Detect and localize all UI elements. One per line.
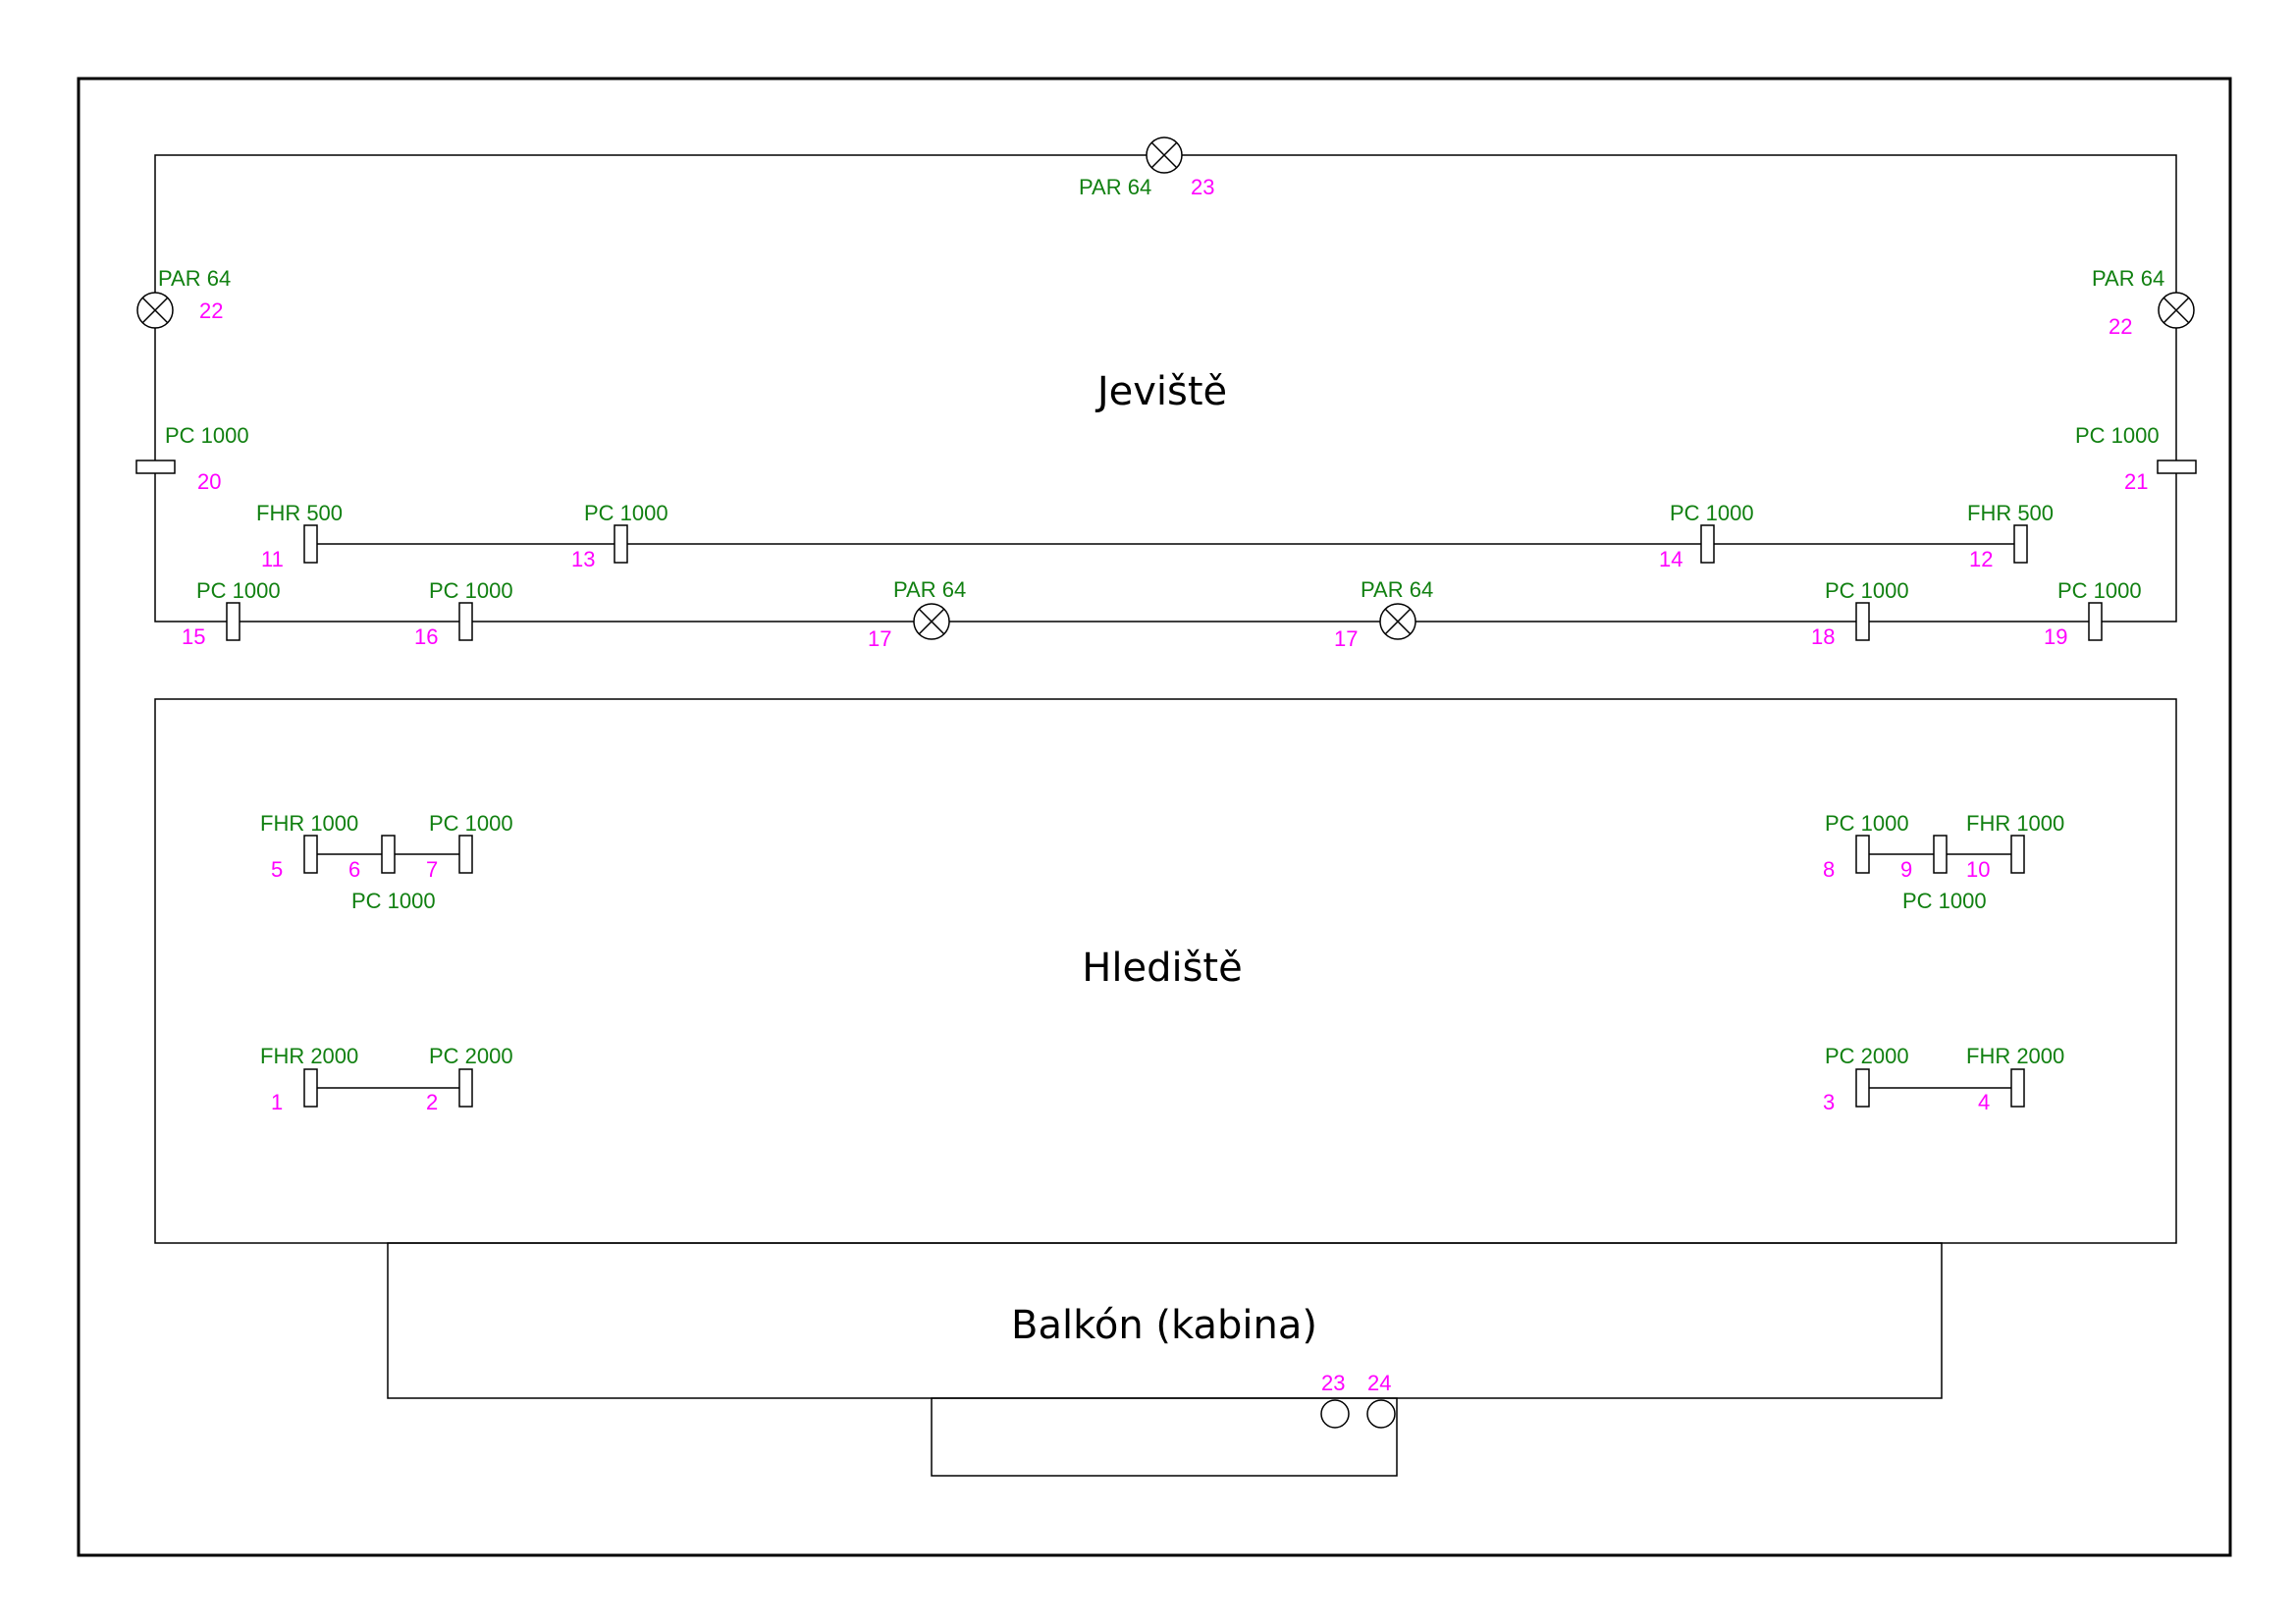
fixture-type-label: PC 1000	[351, 889, 436, 913]
fixture-pc-icon	[135, 460, 176, 474]
channel-number: 22	[199, 298, 223, 323]
channel-number: 13	[571, 547, 595, 571]
par-can-icon	[1146, 136, 1183, 174]
fixture-pc-icon	[614, 524, 628, 564]
fixture-pc-icon	[458, 1068, 473, 1108]
channel-number: 8	[1823, 857, 1835, 882]
fixture-fhr-icon	[303, 1068, 318, 1108]
channel-number: 9	[1900, 857, 1912, 882]
channel-number: 7	[426, 857, 438, 882]
channel-number: 5	[271, 857, 283, 882]
fixture-fhr-icon	[303, 524, 318, 564]
channel-number: 16	[414, 624, 438, 649]
fixture-type-label: PC 2000	[429, 1044, 513, 1068]
fixture-pc-icon	[1855, 602, 1870, 641]
channel-number: 3	[1823, 1090, 1835, 1114]
fixture-type-label: PC 1000	[1670, 501, 1754, 525]
fixture-fhr-icon	[2010, 835, 2025, 874]
channel-number: 24	[1367, 1371, 1391, 1395]
par-can-icon	[2158, 292, 2195, 329]
fixture-type-label: FHR 2000	[1966, 1044, 2064, 1068]
par-can-icon	[913, 603, 950, 640]
channel-number: 14	[1659, 547, 1682, 571]
fixture-type-label: FHR 1000	[260, 811, 358, 836]
fixture-pc-icon	[458, 835, 473, 874]
channel-number: 18	[1811, 624, 1835, 649]
fixture-pc-icon	[2088, 602, 2103, 641]
fixture-fhr-icon	[2013, 524, 2028, 564]
fixture-type-label: PC 1000	[429, 811, 513, 836]
fixture-pc-icon	[1933, 835, 1948, 874]
fixture-type-label: FHR 500	[1967, 501, 2054, 525]
cabin-outline	[931, 1397, 1398, 1477]
drawing-frame	[77, 77, 2232, 1557]
channel-number: 1	[271, 1090, 283, 1114]
fixture-type-label: PC 1000	[1825, 811, 1909, 836]
fixture-type-label: PAR 64	[893, 577, 966, 602]
balcony-title: Balkón (kabina)	[1011, 1303, 1317, 1348]
fixture-type-label: PAR 64	[1079, 175, 1151, 199]
outlet-icon	[1320, 1399, 1350, 1429]
channel-number: 6	[348, 857, 360, 882]
fixture-pc-icon	[1855, 1068, 1870, 1108]
fixture-pc-icon	[226, 602, 240, 641]
fixture-fhr-icon	[2010, 1068, 2025, 1108]
channel-number: 22	[2109, 314, 2132, 339]
fixture-pc-icon	[1700, 524, 1715, 564]
fixture-type-label: PAR 64	[2092, 266, 2164, 291]
channel-number: 17	[868, 626, 891, 651]
par-can-icon	[136, 292, 174, 329]
fixture-type-label: PC 1000	[1902, 889, 1987, 913]
channel-number: 21	[2124, 469, 2148, 494]
channel-number: 17	[1334, 626, 1358, 651]
auditorium-title: Hlediště	[1082, 946, 1242, 991]
channel-number: 4	[1978, 1090, 1990, 1114]
fixture-type-label: PAR 64	[158, 266, 231, 291]
fixture-type-label: PAR 64	[1361, 577, 1433, 602]
fixture-pc-icon	[2157, 460, 2197, 474]
channel-number: 23	[1321, 1371, 1345, 1395]
fixture-type-label: PC 1000	[1825, 578, 1909, 603]
channel-number: 19	[2044, 624, 2067, 649]
fixture-type-label: PC 2000	[1825, 1044, 1909, 1068]
fixture-type-label: PC 1000	[2057, 578, 2142, 603]
fixture-type-label: PC 1000	[584, 501, 668, 525]
channel-number: 11	[261, 547, 284, 571]
stage-title: Jeviště	[1095, 369, 1227, 414]
fixture-type-label: FHR 2000	[260, 1044, 358, 1068]
channel-number: 20	[197, 469, 221, 494]
channel-number: 15	[182, 624, 205, 649]
fixture-pc-icon	[381, 835, 396, 874]
fixture-pc-icon	[458, 602, 473, 641]
channel-number: 12	[1969, 547, 1993, 571]
fixture-type-label: PC 1000	[2075, 423, 2160, 448]
fixture-type-label: PC 1000	[165, 423, 249, 448]
outlet-icon	[1366, 1399, 1396, 1429]
channel-number: 2	[426, 1090, 438, 1114]
fixture-type-label: PC 1000	[196, 578, 281, 603]
par-can-icon	[1379, 603, 1416, 640]
fixture-type-label: PC 1000	[429, 578, 513, 603]
fixture-pc-icon	[1855, 835, 1870, 874]
channel-number: 23	[1191, 175, 1214, 199]
fixture-type-label: FHR 1000	[1966, 811, 2064, 836]
fixture-type-label: FHR 500	[256, 501, 343, 525]
fixture-fhr-icon	[303, 835, 318, 874]
channel-number: 10	[1966, 857, 1990, 882]
